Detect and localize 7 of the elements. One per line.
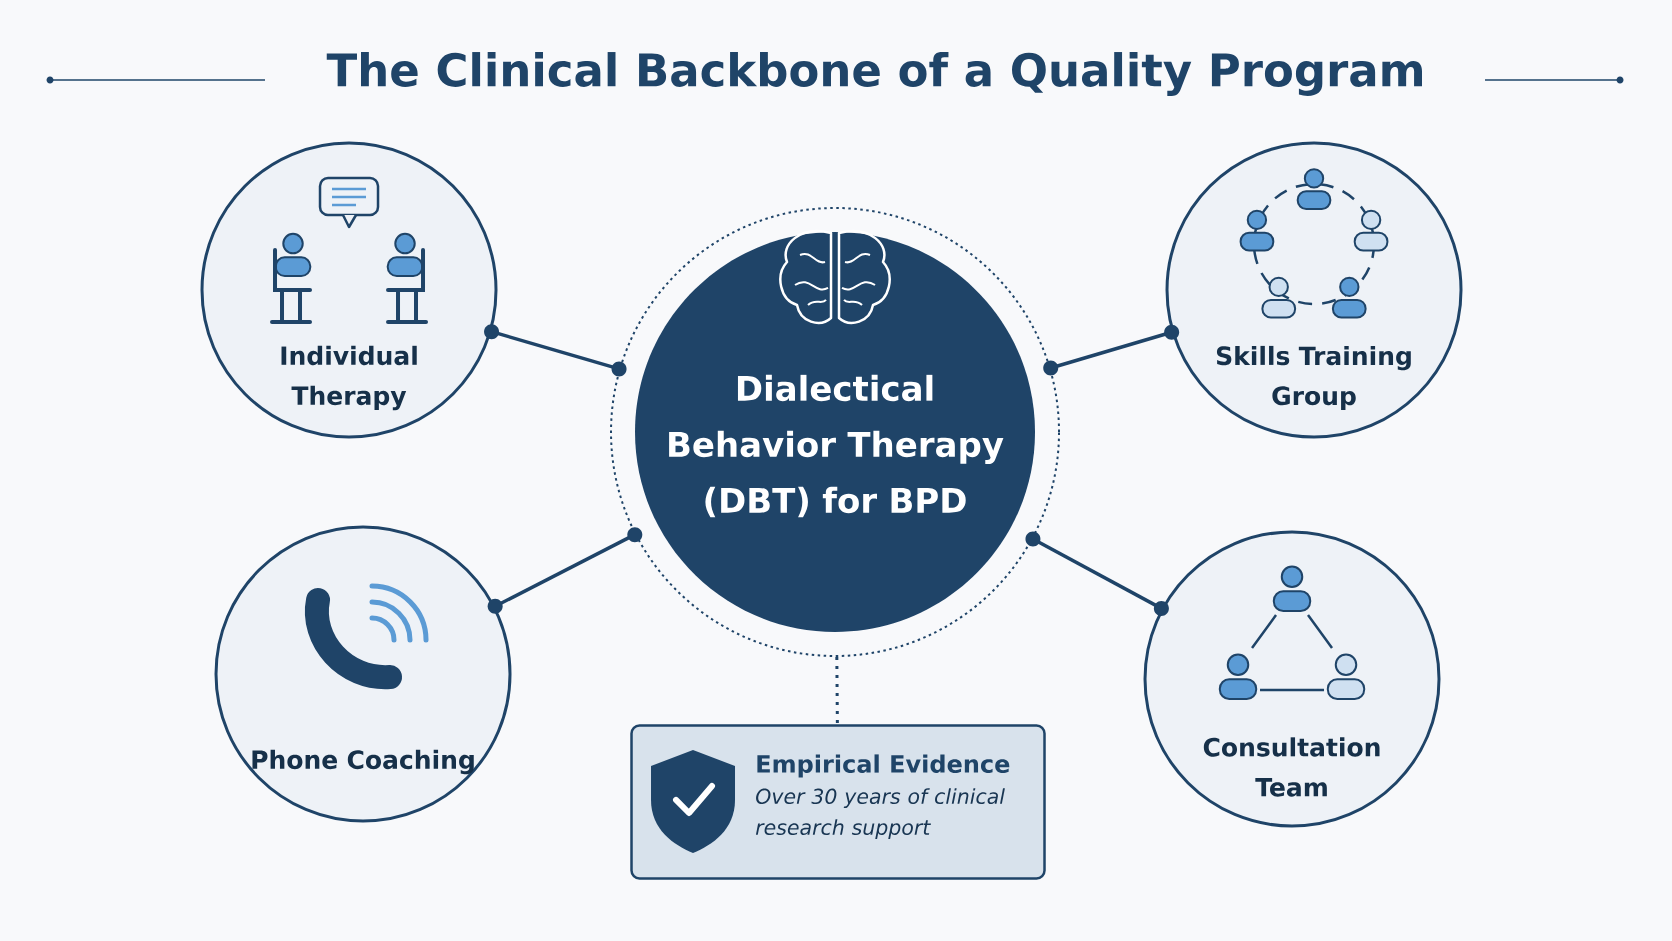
- evidence-card: Empirical Evidence Over 30 years of clinical research support: [630, 724, 1046, 880]
- connector: [487, 527, 643, 614]
- connector: [484, 324, 627, 377]
- connector: [1043, 324, 1180, 376]
- connector: [1025, 531, 1169, 616]
- title: The Clinical Backbone of a Quality Program: [326, 52, 1422, 96]
- connector: [835, 656, 839, 725]
